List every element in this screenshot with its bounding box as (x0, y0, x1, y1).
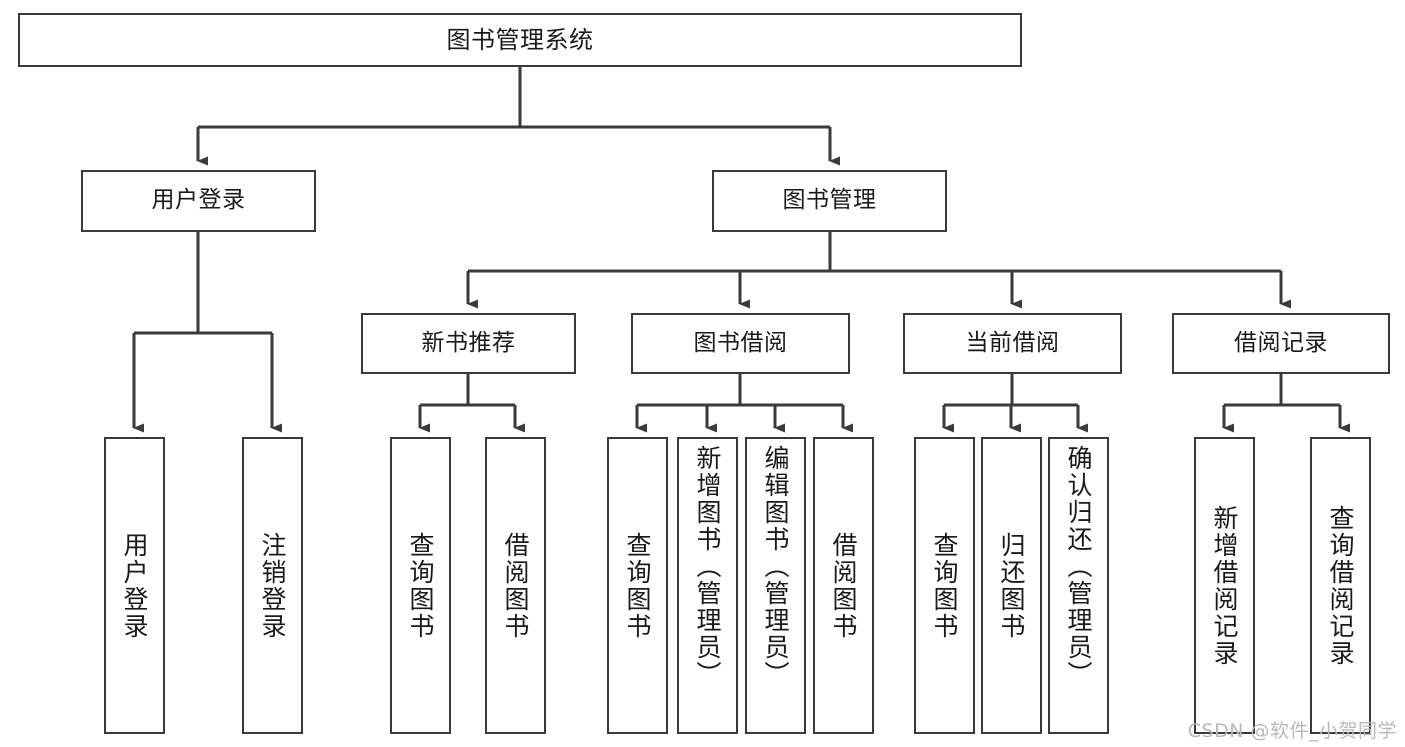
node-label: 查询图书 (623, 531, 652, 640)
leaf-user-login-signin[interactable]: 用户登录 (104, 437, 165, 734)
node-book-management[interactable]: 图书管理 (712, 170, 947, 232)
leaf-book-borrow-borrow[interactable]: 借阅图书 (813, 437, 874, 734)
node-root-book-management-system[interactable]: 图书管理系统 (18, 13, 1022, 67)
node-label: 当前借阅 (965, 329, 1060, 356)
node-label: 借阅记录 (1234, 329, 1328, 356)
leaf-borrow-record-add[interactable]: 新增借阅记录 (1194, 437, 1255, 734)
node-label: 查询图书 (930, 531, 959, 640)
node-label: 注销登录 (258, 531, 287, 640)
node-label: 借阅图书 (501, 531, 530, 640)
node-label: 归还图书 (997, 531, 1026, 640)
node-label: 确认归还（管理员） (1064, 445, 1093, 688)
leaf-book-borrow-add[interactable]: 新增图书（管理员） (677, 437, 738, 734)
node-label: 编辑图书（管理员） (761, 445, 790, 688)
node-label: 新增借阅记录 (1210, 504, 1239, 667)
leaf-current-borrow-confirm-return[interactable]: 确认归还（管理员） (1048, 437, 1109, 734)
node-label: 新增图书（管理员） (693, 445, 722, 688)
node-label: 查询借阅记录 (1326, 504, 1355, 667)
leaf-new-book-query[interactable]: 查询图书 (390, 437, 451, 734)
node-label: 用户登录 (120, 531, 149, 640)
node-label: 查询图书 (406, 531, 435, 640)
node-new-book-recommend[interactable]: 新书推荐 (361, 313, 576, 374)
node-label: 新书推荐 (421, 329, 516, 356)
leaf-current-borrow-return[interactable]: 归还图书 (981, 437, 1042, 734)
leaf-new-book-borrow[interactable]: 借阅图书 (485, 437, 546, 734)
csdn-watermark: CSDN @软件_小贺同学 (1187, 720, 1397, 742)
node-borrow-record[interactable]: 借阅记录 (1172, 313, 1390, 374)
leaf-borrow-record-query[interactable]: 查询借阅记录 (1310, 437, 1371, 734)
node-book-borrow[interactable]: 图书借阅 (631, 313, 850, 374)
leaf-user-login-signout[interactable]: 注销登录 (242, 437, 303, 734)
node-label: 用户登录 (151, 187, 246, 214)
node-label: 图书管理系统 (446, 25, 594, 54)
leaf-current-borrow-query[interactable]: 查询图书 (914, 437, 975, 734)
node-label: 借阅图书 (829, 531, 858, 640)
node-user-login[interactable]: 用户登录 (81, 170, 316, 232)
node-label: 图书管理 (782, 187, 877, 214)
node-label: 图书借阅 (693, 329, 788, 356)
leaf-book-borrow-edit[interactable]: 编辑图书（管理员） (745, 437, 806, 734)
leaf-book-borrow-query[interactable]: 查询图书 (607, 437, 668, 734)
node-current-borrow[interactable]: 当前借阅 (903, 313, 1122, 374)
